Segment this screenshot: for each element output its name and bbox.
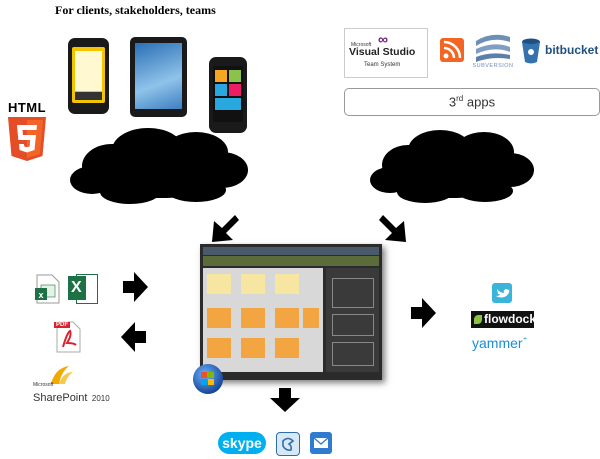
subversion-text: SUBVERSION xyxy=(472,63,514,69)
pdf-label: PDF xyxy=(54,322,70,328)
vs-name-text: Visual Studio xyxy=(349,46,416,58)
pdf-document-icon: PDF xyxy=(54,321,82,353)
vs-team-text: Team System xyxy=(364,62,401,68)
flowdock-logo: flowdock xyxy=(471,311,537,328)
sharepoint-year-text: 2010 xyxy=(91,394,110,403)
html5-logo-text: HTML xyxy=(7,100,47,115)
sync-hub-cloud xyxy=(370,130,534,203)
sharepoint-title: SharePoint 2010 xyxy=(33,388,110,406)
skype-logo: skype xyxy=(218,432,266,454)
scrumdesk-app-screenshot xyxy=(200,244,382,380)
messenger-icon xyxy=(276,432,300,456)
arrow-to-api-icon xyxy=(212,215,239,242)
third-party-apps-box: 3rd apps xyxy=(344,88,600,116)
sharepoint-name-text: SharePoint xyxy=(33,392,88,404)
third-party-apps-label: 3rd apps xyxy=(345,94,599,109)
windows-logo xyxy=(193,364,223,394)
tablet-image xyxy=(130,37,187,117)
yammer-logo: yammer⁺ xyxy=(472,335,536,353)
email-icon xyxy=(310,432,332,454)
sync-hub-label: Sync Hub xyxy=(424,163,480,178)
sharepoint-mark-icon xyxy=(51,366,73,384)
scrumdesk-api-cloud xyxy=(70,128,248,204)
arrow-down-communication-icon xyxy=(270,388,300,412)
subversion-logo: SUBVERSION xyxy=(472,31,514,73)
sharepoint-microsoft-text: Microsoft xyxy=(33,382,54,388)
vs-microsoft-text: Microsoft xyxy=(351,42,372,48)
skype-text: skype xyxy=(222,435,262,451)
arrow-to-sync-icon xyxy=(379,215,406,242)
twitter-icon xyxy=(492,283,512,303)
excel-document-icon: x xyxy=(34,274,62,304)
arrow-left-export-icon xyxy=(121,322,146,352)
bitbucket-logo: bitbucket xyxy=(521,38,599,66)
html5-shield-icon xyxy=(8,117,46,161)
arrow-right-integrations-icon xyxy=(411,298,436,328)
bitbucket-bucket-icon xyxy=(522,38,540,64)
flowdock-leaf-icon xyxy=(474,315,482,324)
excel-letter: X xyxy=(71,279,82,296)
vs-infinity-icon: ∞ xyxy=(378,31,388,47)
flowdock-text: flowdock xyxy=(484,312,537,326)
scrumdesk-api-label: ScrumDesk API xyxy=(114,163,205,178)
sharepoint-logo: Microsoft SharePoint 2010 xyxy=(31,362,110,406)
diagram-heading: For clients, stakeholders, teams xyxy=(55,3,216,17)
yammer-mark-icon: ⁺ xyxy=(522,335,528,345)
visual-studio-logo: Microsoft ∞ Visual Studio Team System xyxy=(344,28,428,78)
svg-text:x: x xyxy=(38,290,43,300)
yammer-text: yammer xyxy=(472,335,523,351)
bitbucket-text: bitbucket xyxy=(545,43,599,57)
excel-app-icon: X xyxy=(68,272,98,304)
android-phone-image xyxy=(68,38,109,114)
arrow-right-import-icon xyxy=(123,272,148,302)
rss-icon xyxy=(440,38,464,62)
apps-superscript: rd xyxy=(456,94,464,103)
apps-suffix: apps xyxy=(463,94,496,110)
windows-phone-image xyxy=(209,57,247,133)
html5-logo: HTML xyxy=(4,100,50,164)
apps-prefix: 3 xyxy=(448,94,457,110)
subversion-swirl-icon xyxy=(476,34,510,62)
